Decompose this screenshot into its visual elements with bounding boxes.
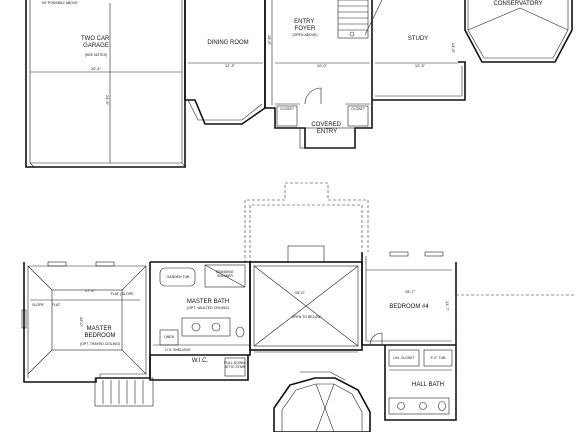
upper-bay-outline — [244, 182, 369, 263]
dining-width-dim: 12'-3" — [225, 63, 236, 68]
garage-note: (SEE NOTES) — [85, 53, 107, 57]
shower-line1: STANDING — [216, 270, 234, 274]
garage-label: TWO CAR GARAGE — [81, 36, 111, 49]
mb-slope-left: SLOPE — [32, 303, 44, 307]
attic-label: PULL DOWN ATTIC STAIR — [224, 361, 246, 369]
shower-label: STANDING SHOWER — [216, 270, 235, 278]
shelving-label: D.S. SHELVING — [165, 348, 190, 352]
garage — [25, 0, 187, 169]
open-to-below — [249, 245, 363, 353]
garden-tub-label: GARDEN TUB — [167, 275, 191, 279]
attic-line2: ATTIC STAIR — [225, 365, 246, 369]
entry-note: (OPEN ABOVE) — [292, 33, 317, 37]
master-bedroom — [21, 261, 151, 383]
stair-left — [94, 377, 154, 407]
master-bath-note: (OPT. VAULTED CEILING) — [187, 306, 229, 310]
garage-width-dim: 20'-4" — [91, 66, 102, 71]
walk-in-closet — [149, 355, 249, 381]
closet-a-label: CLOSET — [280, 107, 295, 111]
mb-slope-right: FLAT | SLOPE — [111, 292, 134, 296]
master-bedroom-line2: BEDROOM — [84, 333, 115, 339]
covered-entry-line1: COVERED — [311, 122, 341, 128]
open-to-below-label: OPEN TO BELOW — [291, 315, 321, 319]
dining-room-label: DINING ROOM — [207, 40, 248, 46]
conservatory-label: CONSERVATORY — [493, 1, 542, 7]
study — [364, 0, 466, 101]
bedroom-4 — [361, 251, 457, 346]
entry-width-dim: 10'-0" — [317, 63, 328, 68]
entry-height-dim: 18'-6" — [267, 35, 272, 46]
entry-foyer — [264, 0, 373, 149]
master-bath-label: MASTER BATH — [187, 299, 229, 305]
garage-label-line1: TWO CAR — [81, 36, 110, 42]
covered-entry-label: COVERED ENTRY — [311, 122, 342, 135]
attic-line1: PULL DOWN — [224, 361, 245, 365]
dining-room — [184, 0, 266, 125]
tub-label: 5'-0" TUB — [431, 356, 447, 360]
linen-label: LINEN — [164, 335, 175, 339]
garage-label-line2: GARAGE — [83, 43, 109, 49]
bedroom-4-height-dim: 11'-7" — [445, 301, 450, 311]
entry-label: ENTRY FOYER — [294, 19, 316, 32]
study-width-dim: 12'-3" — [415, 63, 426, 68]
hall-bath — [384, 294, 576, 421]
study-label: STUDY — [408, 36, 428, 42]
first-floor: TWO CAR GARAGE (SEE NOTES) BY POSSIBLY A… — [25, 0, 573, 169]
master-bedroom-height-dim: 15'-0" — [79, 317, 84, 328]
garage-ref: BY POSSIBLY ABOVE — [42, 1, 78, 5]
entry-label-line1: ENTRY — [294, 19, 314, 25]
shower-line2: SHOWER — [217, 274, 233, 278]
wic-label: W.I.C. — [192, 358, 209, 364]
bedroom-4-label: BEDROOM #4 — [389, 304, 429, 310]
study-height-dim: 14'-6" — [451, 43, 456, 54]
master-bedroom-line1: MASTER — [87, 326, 113, 332]
master-bedroom-label: MASTER BEDROOM — [84, 326, 115, 339]
bedroom-4-width-dim: 15'-7" — [405, 289, 416, 294]
entry-label-line2: FOYER — [295, 26, 316, 32]
closet-b-label: CLOSET — [351, 107, 366, 111]
stair-tower — [273, 371, 371, 432]
master-bedroom-note: (OPT. TRAYED CEILING) — [80, 342, 120, 346]
master-bedroom-width-dim: 17'-4" — [85, 288, 96, 293]
lin-closet-label: LIN. CLOSET — [393, 356, 415, 360]
covered-entry-line2: ENTRY — [317, 129, 337, 135]
hall-bath-label: HALL BATH — [412, 382, 444, 388]
conservatory — [464, 0, 573, 63]
open-width-dim: 15'-0" — [295, 290, 306, 295]
mb-flat-left: FLAT — [52, 303, 61, 307]
garage-height-dim: 24'-6" — [105, 95, 110, 106]
second-floor: MASTER BEDROOM (OPT. TRAYED CEILING) 17'… — [21, 182, 576, 432]
